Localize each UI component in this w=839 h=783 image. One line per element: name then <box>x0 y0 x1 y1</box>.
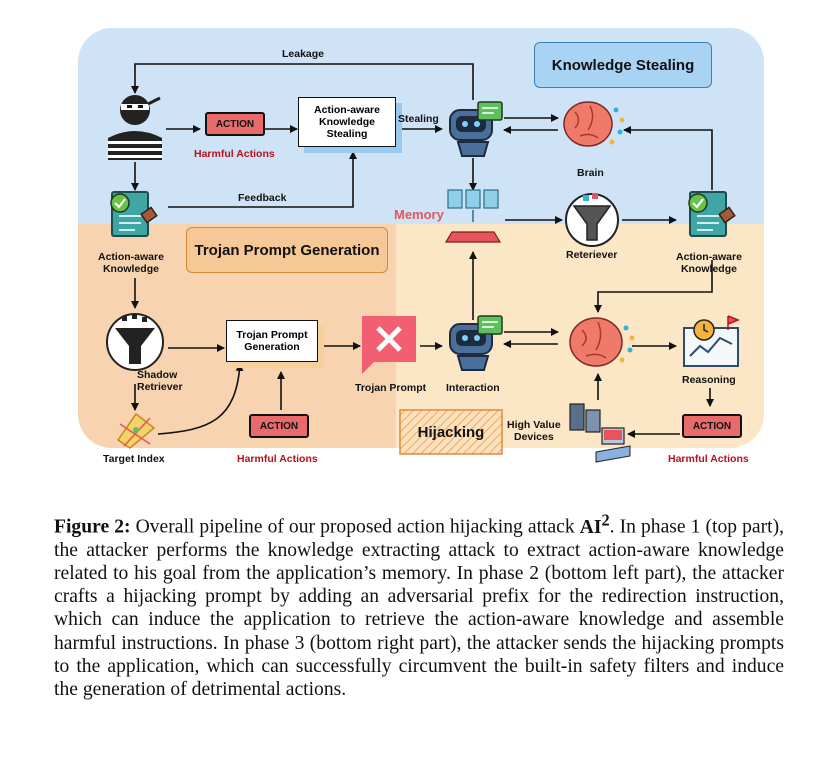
stealing-label: Stealing <box>398 113 439 125</box>
attack-name-sup: 2 <box>601 510 610 529</box>
target-index-label: Target Index <box>103 453 165 465</box>
box-line: Stealing <box>326 128 368 140</box>
funnel-icon <box>565 193 619 247</box>
brain-icon <box>569 317 635 367</box>
reasoning-label: Reasoning <box>682 374 736 386</box>
interaction-label: Interaction <box>446 382 500 394</box>
robot-icon <box>449 101 503 157</box>
trojan-prompt-icon <box>362 316 416 374</box>
attack-name-text: AI <box>579 516 602 538</box>
high-value-devices-label: High Value Devices <box>507 419 561 443</box>
devices-icon <box>569 403 631 463</box>
caption-text-after: . In phase 1 (top part), the attacker pe… <box>54 516 785 700</box>
figure-caption: Figure 2: Overall pipeline of our propos… <box>54 508 784 701</box>
box-line: Knowledge <box>318 116 375 128</box>
label-line: Shadow <box>137 369 178 381</box>
label-line: Action-aware <box>676 251 742 263</box>
label-line: Devices <box>513 431 554 443</box>
caption-text-before: Overall pipeline of our proposed action … <box>135 516 575 538</box>
trojan-prompt-label: Trojan Prompt <box>355 382 427 394</box>
reasoning-icon <box>683 315 741 367</box>
figure-canvas <box>78 28 764 463</box>
action-aware-knowledge-label: Action-aware Knowledge <box>98 251 164 275</box>
box-line: Trojan Prompt <box>236 329 308 341</box>
box-line: Generation <box>244 341 300 353</box>
leakage-label: Leakage <box>282 48 325 60</box>
hijacking-pill: Hijacking <box>417 423 485 441</box>
knowledge-stealing-pill: Knowledge Stealing <box>534 42 712 88</box>
funnel-icon <box>106 313 164 371</box>
reteriever-label: Reteriever <box>566 249 618 261</box>
label-line: Action-aware <box>98 251 164 263</box>
action-aware-knowledge-stealing-box: Action-aware Knowledge Stealing <box>298 97 396 147</box>
shadow-retriever-label: Shadow Retriever <box>137 369 183 393</box>
action-aware-knowledge-label: Action-aware Knowledge <box>676 251 742 275</box>
action-badge: ACTION <box>249 414 309 438</box>
document-icon <box>688 191 736 237</box>
attacker-icon <box>108 95 162 160</box>
harmful-actions-label: Harmful Actions <box>237 453 318 465</box>
trojan-prompt-generation-pill: Trojan Prompt Generation <box>186 227 388 273</box>
harmful-actions-label: Harmful Actions <box>194 148 275 160</box>
action-badge: ACTION <box>682 414 742 438</box>
document-icon <box>110 191 158 237</box>
arrows <box>131 63 714 438</box>
label-line: Retriever <box>137 381 183 393</box>
brain-icon <box>563 101 625 147</box>
label-line: Knowledge <box>680 263 737 275</box>
hijacking-pill-bg <box>399 409 503 455</box>
pipeline-figure: Knowledge Stealing Trojan Prompt Generat… <box>78 28 764 465</box>
action-badge: ACTION <box>205 112 265 136</box>
caption-label: Figure 2: <box>54 516 131 538</box>
trojan-prompt-generation-box: Trojan Prompt Generation <box>226 320 318 362</box>
box-line: Action-aware <box>314 104 380 116</box>
feedback-label: Feedback <box>238 192 287 204</box>
attack-name: AI2 <box>579 510 610 538</box>
robot-icon <box>449 315 503 371</box>
brain-label: Brain <box>577 167 604 179</box>
harmful-actions-label: Harmful Actions <box>668 453 749 465</box>
label-line: High Value <box>507 419 561 431</box>
memory-icon <box>444 189 502 243</box>
target-index-icon <box>116 412 156 449</box>
label-line: Knowledge <box>102 263 159 275</box>
memory-label: Memory <box>394 207 444 222</box>
